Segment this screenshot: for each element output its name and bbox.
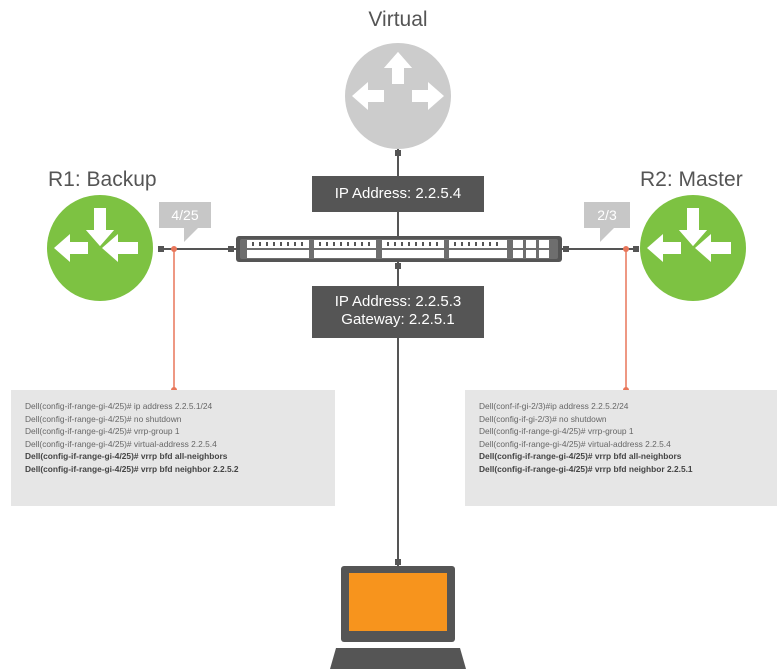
config-line: Dell(conf-if-gi-2/3)#ip address 2.2.5.2/… bbox=[479, 401, 629, 411]
r2-port-tag-pointer bbox=[600, 228, 614, 242]
r1-port-tag-pointer bbox=[184, 228, 198, 242]
config-line: Dell(config-if-range-gi-4/25)# vrrp-grou… bbox=[479, 426, 634, 437]
r1-router-icon bbox=[47, 195, 153, 301]
config-line: Dell(config-if-range-gi-4/25)# ip addres… bbox=[25, 401, 213, 411]
config-line: Dell(config-if-gi-2/3)# no shutdown bbox=[479, 413, 607, 424]
switch-virtual-ip-box: IP Address: 2.2.5.4 bbox=[312, 176, 484, 212]
laptop-icon bbox=[330, 566, 466, 669]
r1-port-tag: 4/25 bbox=[159, 202, 211, 228]
r2-config-leader bbox=[623, 246, 629, 393]
config-line: Dell(config-if-range-gi-4/25)# vrrp-grou… bbox=[25, 426, 180, 437]
virtual-router-label: Virtual bbox=[368, 8, 428, 31]
switch-gateway: Gateway: 2.2.5.1 bbox=[341, 311, 455, 328]
config-line: Dell(config-if-range-gi-4/25)# virtual-a… bbox=[25, 438, 217, 449]
switch-icon bbox=[236, 236, 562, 262]
switch-ip-gateway-box: IP Address: 2.2.5.3 Gateway: 2.2.5.1 bbox=[312, 286, 484, 338]
switch-ip-address: IP Address: 2.2.5.3 bbox=[334, 293, 462, 310]
r2-router-icon bbox=[640, 195, 746, 301]
config-line: Dell(config-if-range-gi-4/25)# vrrp bfd … bbox=[479, 463, 693, 474]
r2-router-label: R2: Master bbox=[640, 168, 743, 191]
r2-config-panel: Dell(conf-if-gi-2/3)#ip address 2.2.5.2/… bbox=[465, 390, 777, 506]
config-line: Dell(config-if-range-gi-4/25)# virtual-a… bbox=[479, 438, 671, 449]
r2-port-tag: 2/3 bbox=[584, 202, 630, 228]
config-line: Dell(config-if-range-gi-4/25)# vrrp bfd … bbox=[25, 451, 228, 462]
r1-config-leader bbox=[171, 246, 177, 393]
config-line: Dell(config-if-range-gi-4/25)# vrrp bfd … bbox=[25, 463, 239, 474]
r1-router-label: R1: Backup bbox=[48, 168, 157, 191]
virtual-router-icon bbox=[345, 43, 451, 149]
config-line: Dell(config-if-range-gi-4/25)# no shutdo… bbox=[25, 413, 182, 424]
r1-config-panel: Dell(config-if-range-gi-4/25)# ip addres… bbox=[11, 390, 335, 506]
config-line: Dell(config-if-range-gi-4/25)# vrrp bfd … bbox=[479, 451, 682, 462]
